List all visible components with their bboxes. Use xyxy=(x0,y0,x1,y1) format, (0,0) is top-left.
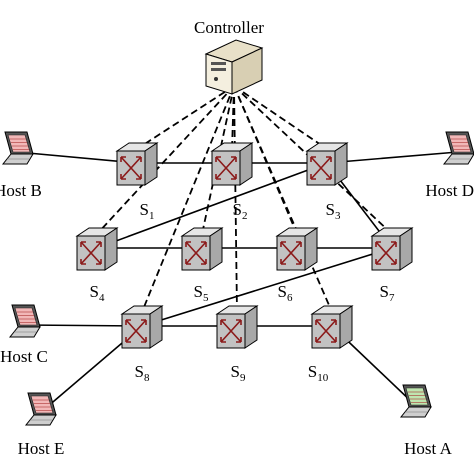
host-hostC xyxy=(8,304,41,338)
control-link-s3 xyxy=(233,85,328,150)
switch-s1 xyxy=(115,142,159,186)
switch-label-s6: S6 xyxy=(278,282,293,304)
switch-s6 xyxy=(275,227,319,271)
controller: Controller xyxy=(194,18,264,95)
link-s3-hostD xyxy=(326,151,459,164)
laptop-icon xyxy=(8,304,41,338)
host-label-hostA: Host A xyxy=(404,439,452,458)
host-hostE xyxy=(24,392,57,426)
switch-s3 xyxy=(305,142,349,186)
control-link-s9 xyxy=(233,85,238,313)
controller-label: Controller xyxy=(194,18,264,37)
control-link-s8 xyxy=(141,85,235,313)
host-label-hostC: Host C xyxy=(0,347,48,366)
switch-s10 xyxy=(310,305,354,349)
control-links-layer xyxy=(96,85,393,313)
laptop-icon xyxy=(399,384,432,418)
switch-s9 xyxy=(215,305,259,349)
switch-s5 xyxy=(180,227,224,271)
switch-label-s2: S2 xyxy=(233,200,248,222)
server-icon xyxy=(204,39,264,95)
laptop-icon xyxy=(442,131,474,165)
switch-s7 xyxy=(370,227,414,271)
host-hostB xyxy=(1,131,34,165)
switch-s2 xyxy=(210,142,254,186)
control-link-s4 xyxy=(96,85,235,235)
switch-label-s8: S8 xyxy=(135,362,150,384)
host-hostA xyxy=(399,384,432,418)
control-link-s5 xyxy=(201,85,235,235)
host-label-hostD: Host D xyxy=(425,181,474,200)
control-link-s7 xyxy=(233,85,393,235)
switch-s8 xyxy=(120,305,164,349)
laptop-icon xyxy=(1,131,34,165)
control-link-s2 xyxy=(231,85,235,150)
control-link-s1 xyxy=(136,85,235,150)
switch-label-s1: S1 xyxy=(140,200,155,222)
link-s8-s7 xyxy=(141,247,393,327)
switch-label-s5: S5 xyxy=(194,282,209,304)
laptop-icon xyxy=(24,392,57,426)
link-s4-s3 xyxy=(96,162,328,249)
switch-label-s9: S9 xyxy=(231,362,246,384)
switch-label-s3: S3 xyxy=(326,200,341,222)
host-label-hostE: Host E xyxy=(18,439,65,458)
host-hostD xyxy=(442,131,474,165)
switch-s4 xyxy=(75,227,119,271)
host-label-hostB: Host B xyxy=(0,181,42,200)
switch-label-s10: S10 xyxy=(308,362,329,384)
switch-label-s7: S7 xyxy=(380,282,395,304)
switch-label-s4: S4 xyxy=(90,282,105,304)
control-link-s10 xyxy=(233,85,333,313)
host-layer: Host B Host D Host C Host E Host A xyxy=(0,131,474,458)
